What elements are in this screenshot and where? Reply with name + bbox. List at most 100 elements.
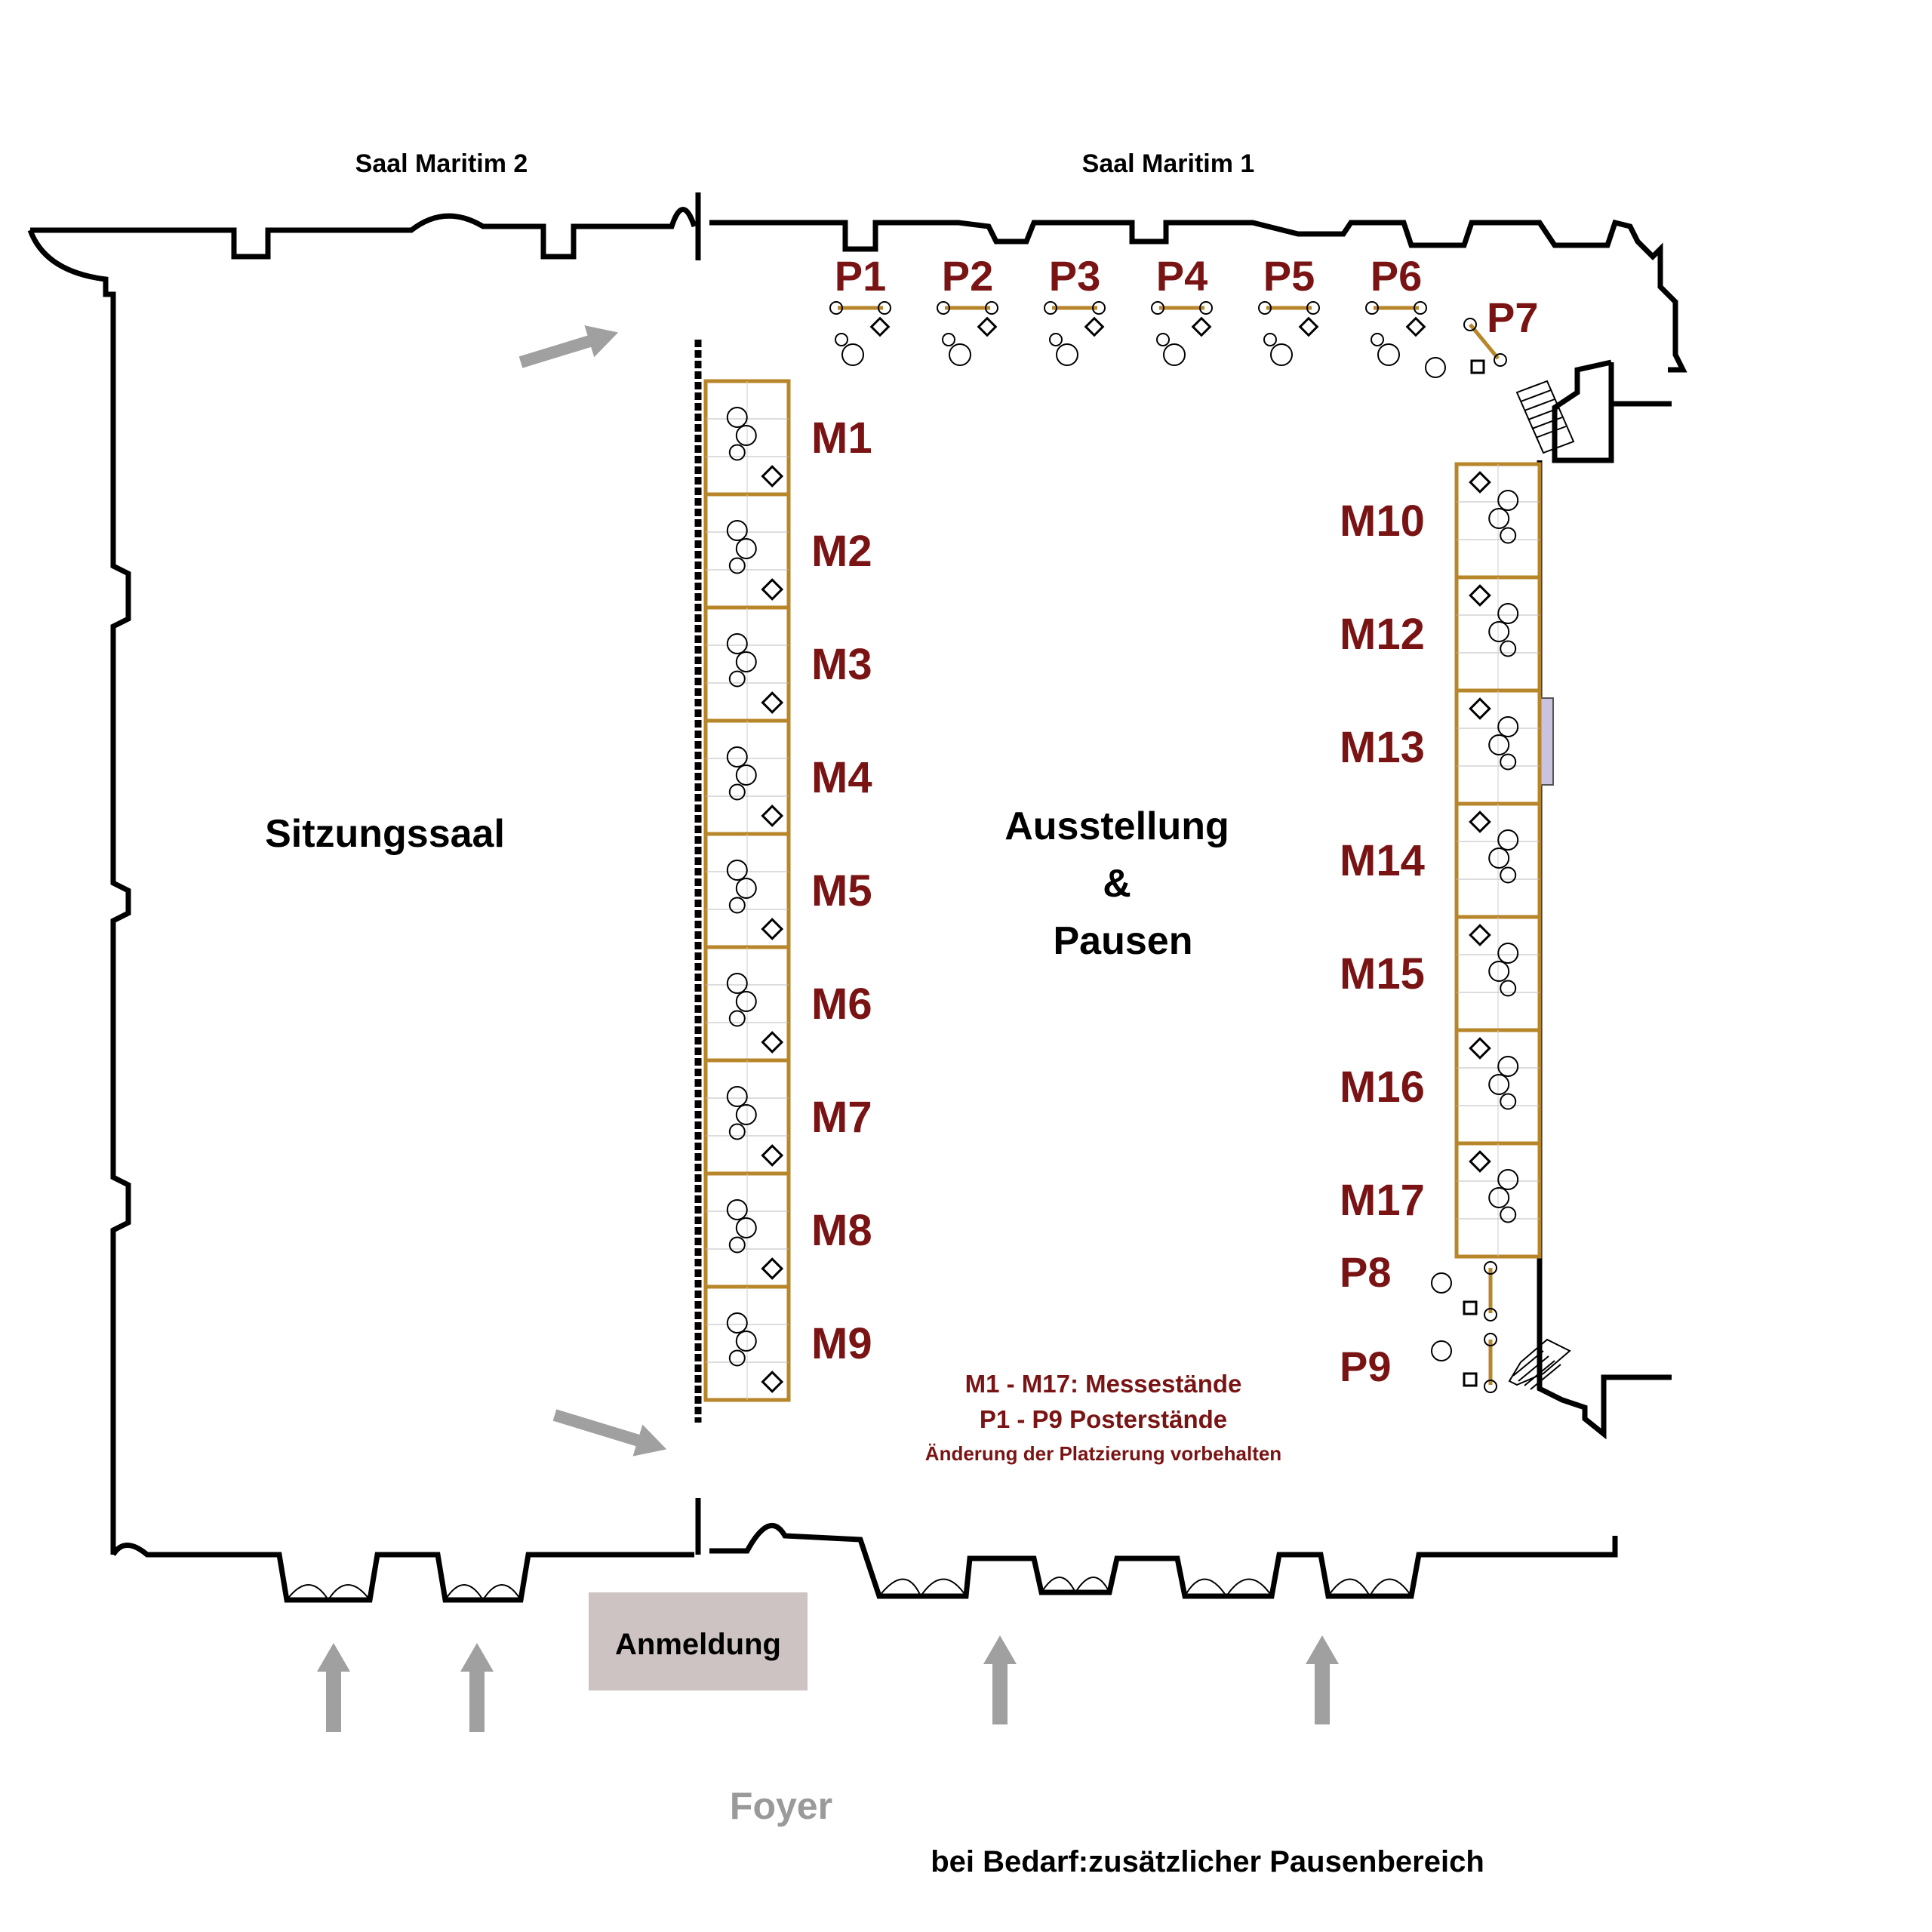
chair-icon <box>735 1217 757 1238</box>
chair-icon <box>1488 848 1510 869</box>
chair-icon <box>735 991 757 1012</box>
poster-p2: P2 <box>937 252 998 366</box>
table-icon <box>1469 584 1491 607</box>
chair-icon <box>728 783 746 801</box>
table-icon <box>761 1371 784 1393</box>
chair-icon <box>1377 343 1400 366</box>
chair-icon <box>1497 943 1519 964</box>
stand-label-m3: M3 <box>811 640 872 689</box>
table-icon <box>761 465 784 488</box>
stairs-icon <box>1508 380 1575 1390</box>
chair-icon <box>841 343 864 366</box>
stand-label-m7: M7 <box>811 1093 872 1142</box>
chair-icon <box>728 1123 746 1140</box>
chair-icon <box>1371 333 1384 346</box>
foyer-label: Foyer <box>730 1785 832 1827</box>
area-label-ausstellung: Ausstellung <box>1004 804 1229 848</box>
stand-label-m8: M8 <box>811 1206 872 1255</box>
table-icon <box>1298 316 1319 337</box>
stand-m15: M15 <box>1340 915 1542 1032</box>
chair-icon <box>1500 980 1517 997</box>
room-label-sitzungssaal: Sitzungssaal <box>265 812 505 856</box>
chair-icon <box>1497 716 1519 737</box>
entrance-arrow-icon <box>460 1643 494 1732</box>
chair-icon <box>726 520 748 541</box>
chair-icon <box>1497 829 1519 851</box>
stand-label-m9: M9 <box>811 1319 872 1368</box>
chair-icon <box>1263 333 1277 346</box>
stand-m10: M10 <box>1340 462 1542 580</box>
chair-icon <box>726 746 748 768</box>
chair-icon <box>735 878 757 899</box>
stand-label-m4: M4 <box>811 753 872 802</box>
area-label-ampersand: & <box>1103 862 1131 906</box>
stand-m6: M6 <box>703 945 872 1063</box>
table-icon <box>1469 471 1491 494</box>
poster-p5: P5 <box>1258 252 1320 366</box>
table-icon <box>761 1144 784 1167</box>
table-icon <box>761 918 784 940</box>
wall-top-maritim2 <box>30 207 697 260</box>
stand-m2: M2 <box>703 492 872 610</box>
room-label-maritim2: Saal Maritim 2 <box>355 149 528 178</box>
stand-m7: M7 <box>703 1058 872 1176</box>
extra-break-area-label: bei Bedarf:zusätzlicher Pausenbereich <box>931 1845 1484 1878</box>
table-icon <box>1469 697 1491 720</box>
poster-label-p1: P1 <box>835 252 887 300</box>
chair-icon <box>728 670 746 688</box>
poster-p8-marker <box>1431 1261 1497 1321</box>
chair-icon <box>835 333 848 346</box>
poster-p1: P1 <box>829 252 891 366</box>
chair-icon <box>1270 343 1293 366</box>
table-icon <box>1469 1150 1491 1173</box>
stand-m9: M9 <box>703 1284 872 1402</box>
table-icon <box>1084 316 1105 337</box>
room-label-maritim1: Saal Maritim 1 <box>1082 149 1255 178</box>
table-icon <box>761 1031 784 1054</box>
chair-icon <box>1497 490 1519 511</box>
poster-label-p5: P5 <box>1263 252 1315 300</box>
stand-m14: M14 <box>1340 801 1542 919</box>
stand-label-m1: M1 <box>811 414 872 463</box>
table-icon <box>1469 811 1491 833</box>
chair-icon <box>735 651 757 672</box>
chair-icon <box>1497 1056 1519 1077</box>
stand-label-m17: M17 <box>1340 1176 1425 1225</box>
legend-messestaende: M1 - M17: Messestände <box>965 1370 1242 1398</box>
chair-icon <box>1488 1074 1510 1095</box>
poster-label-p4: P4 <box>1156 252 1208 300</box>
stand-label-m2: M2 <box>811 527 872 576</box>
poster-p7-marker <box>1425 318 1507 378</box>
poster-label-p3: P3 <box>1049 252 1101 300</box>
stand-label-m5: M5 <box>811 866 872 915</box>
stand-m17: M17 <box>1340 1141 1542 1259</box>
chair-icon <box>1500 1093 1517 1110</box>
chair-icon <box>1500 1206 1517 1223</box>
stand-m1: M1 <box>703 379 872 497</box>
chair-icon <box>726 407 748 428</box>
door-swings <box>286 1577 1412 1601</box>
chair-icon <box>728 1010 746 1027</box>
chair-icon <box>735 538 757 559</box>
entrance-arrows <box>317 325 1339 1732</box>
poster-label-p7: P7 <box>1487 294 1539 341</box>
chair-icon <box>1431 1272 1452 1294</box>
wall-right-ne <box>1552 359 1614 463</box>
chair-icon <box>728 897 746 914</box>
stand-m13: M13 <box>1340 688 1542 806</box>
table-icon <box>1463 1300 1478 1315</box>
stand-label-m13: M13 <box>1340 723 1425 772</box>
poster-p6: P6 <box>1365 252 1427 366</box>
chair-icon <box>1500 527 1517 544</box>
chair-icon <box>1500 753 1517 771</box>
table-icon <box>977 316 998 337</box>
table-icon <box>761 691 784 714</box>
stand-label-m15: M15 <box>1340 949 1425 998</box>
table-icon <box>1470 359 1485 374</box>
chair-icon <box>726 860 748 881</box>
poster-label-p2: P2 <box>942 252 994 300</box>
right-door-panel <box>1539 697 1554 786</box>
posters-top: P1 P2 P3 P4 P5 P6 <box>829 252 1427 366</box>
